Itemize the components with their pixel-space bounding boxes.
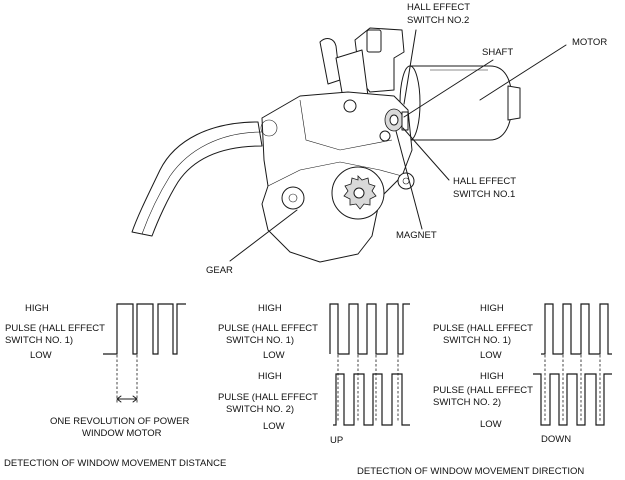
down-high1-label: HIGH: [480, 303, 504, 314]
down-pulse2-label-line1: PULSE (HALL EFFECT: [433, 385, 533, 396]
caption-direction: DETECTION OF WINDOW MOVEMENT DIRECTION: [357, 466, 584, 477]
up-pulse2-label-line1: PULSE (HALL EFFECT: [218, 392, 318, 403]
down-low2-label: LOW: [480, 419, 502, 430]
label-magnet: MAGNET: [396, 230, 437, 241]
up-switch1-waveform: [329, 303, 410, 355]
down-pulse2-label-line2: SWITCH NO. 2): [433, 397, 501, 408]
label-hall-switch-2-line1: HALL EFFECT: [407, 2, 470, 13]
down-direction-label: DOWN: [541, 434, 571, 445]
distance-pulse-waveform: [103, 303, 186, 355]
leader-lines: [229, 29, 567, 262]
down-switch2-waveform: [533, 373, 612, 426]
down-low1-label: LOW: [480, 350, 502, 361]
label-motor: MOTOR: [572, 37, 607, 48]
panel-movement-down: HIGH PULSE (HALL EFFECT SWITCH NO. 1) LO…: [433, 303, 612, 445]
panel-movement-distance: HIGH PULSE (HALL EFFECT SWITCH NO. 1) LO…: [4, 303, 226, 469]
up-pulse1-label-line2: SWITCH NO. 1): [226, 335, 294, 346]
label-hall-switch-1-line1: HALL EFFECT: [453, 176, 516, 187]
caption-distance: DETECTION OF WINDOW MOVEMENT DISTANCE: [4, 458, 226, 469]
down-switch1-waveform: [541, 303, 612, 355]
up-low1-label: LOW: [263, 350, 285, 361]
down-pulse1-label-line1: PULSE (HALL EFFECT: [433, 323, 533, 334]
up-pulse1-label-line1: PULSE (HALL EFFECT: [218, 323, 318, 334]
distance-pulse-label-line2: SWITCH NO. 1): [5, 335, 73, 346]
down-pulse1-label-line2: SWITCH NO. 1): [443, 335, 511, 346]
up-pulse2-label-line2: SWITCH NO. 2): [226, 404, 294, 415]
distance-pulse-label-line1: PULSE (HALL EFFECT: [5, 323, 105, 334]
up-direction-label: UP: [330, 435, 343, 446]
distance-low-label: LOW: [30, 350, 52, 361]
distance-high-label: HIGH: [25, 303, 49, 314]
up-low2-label: LOW: [263, 421, 285, 432]
label-hall-switch-1-line2: SWITCH NO.1: [453, 189, 515, 200]
motor-assembly-illustration: [131, 27, 521, 263]
label-gear: GEAR: [206, 265, 233, 276]
label-hall-switch-2-line2: SWITCH NO.2: [407, 15, 469, 26]
down-high2-label: HIGH: [480, 371, 504, 382]
label-shaft: SHAFT: [482, 47, 513, 58]
up-switch2-waveform: [333, 373, 410, 426]
revolution-label-line1: ONE REVOLUTION OF POWER: [50, 416, 189, 427]
up-high1-label: HIGH: [258, 303, 282, 314]
panel-movement-up: HIGH PULSE (HALL EFFECT SWITCH NO. 1) LO…: [218, 303, 410, 446]
revolution-label-line2: WINDOW MOTOR: [82, 428, 162, 439]
up-high2-label: HIGH: [258, 371, 282, 382]
